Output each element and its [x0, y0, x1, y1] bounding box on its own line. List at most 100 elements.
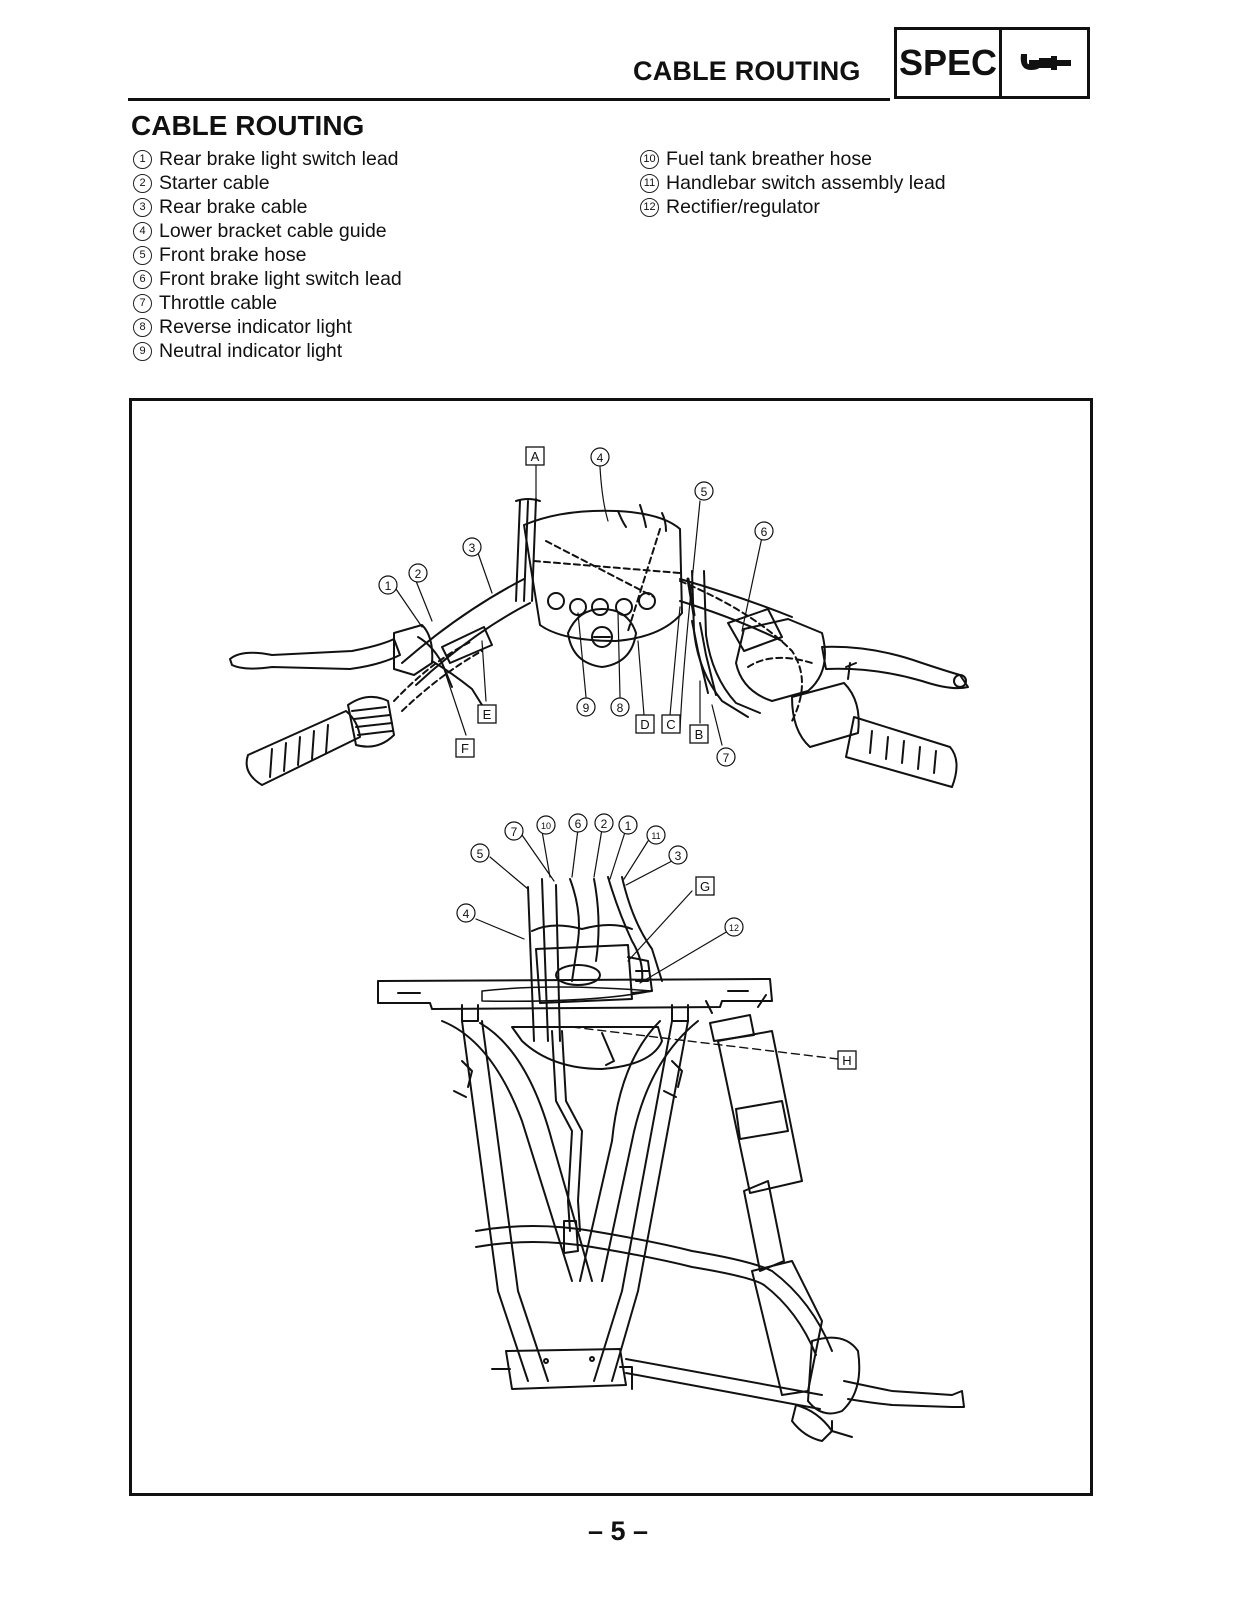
legend-item: 1 Rear brake light switch lead [133, 147, 402, 171]
page-header-title: CABLE ROUTING [633, 56, 861, 86]
legend-number: 7 [133, 293, 152, 313]
legend-item: 11 Handlebar switch assembly lead [640, 171, 946, 195]
callout-box: H [837, 1050, 857, 1070]
callout-circle: 1 [378, 575, 398, 595]
callout-circle: 11 [646, 825, 666, 845]
svg-text:8: 8 [617, 701, 624, 715]
legend-number: 5 [133, 245, 152, 265]
legend-number: 6 [133, 269, 152, 289]
svg-text:B: B [695, 727, 704, 742]
callout-circle: 7 [716, 747, 736, 767]
callout-circle: 2 [408, 563, 428, 583]
legend-text: Front brake light switch lead [159, 268, 402, 290]
handlebar-drawing [229, 498, 969, 788]
svg-text:5: 5 [477, 847, 484, 861]
legend-number: 11 [640, 173, 659, 193]
legend-text: Throttle cable [159, 292, 278, 314]
legend-item: 3 Rear brake cable [133, 195, 402, 219]
callout-circle: 1 [618, 815, 638, 835]
svg-text:12: 12 [729, 923, 739, 933]
svg-text:7: 7 [723, 751, 730, 765]
svg-text:3: 3 [469, 541, 476, 555]
steering-column-drawing [377, 876, 965, 1442]
diagram-callouts: A B C D E F G H 1 2 3 4 5 6 7 8 9 7 10 6… [378, 446, 857, 1070]
leader-lines [395, 465, 763, 984]
legend-item: 2 Starter cable [133, 171, 402, 195]
svg-text:E: E [483, 707, 492, 722]
legend-number: 8 [133, 317, 152, 337]
callout-box: E [477, 704, 497, 724]
diagram-svg: A B C D E F G H 1 2 3 4 5 6 7 8 9 7 10 6… [229, 446, 969, 1442]
callout-circle: 6 [754, 521, 774, 541]
callout-circle: 10 [536, 815, 556, 835]
legend-number: 2 [133, 173, 152, 193]
wrench-icon [1002, 30, 1087, 96]
legend-text: Neutral indicator light [159, 340, 343, 362]
legend-number: 12 [640, 197, 659, 217]
callout-circle: 2 [594, 813, 614, 833]
legend-item: 12 Rectifier/regulator [640, 195, 946, 219]
callout-circle: 6 [568, 813, 588, 833]
svg-text:3: 3 [675, 849, 682, 863]
svg-text:5: 5 [701, 485, 708, 499]
svg-text:7: 7 [511, 825, 518, 839]
svg-text:6: 6 [575, 817, 582, 831]
callout-circle: 4 [590, 447, 610, 467]
svg-text:11: 11 [651, 831, 660, 841]
legend-item: 9 Neutral indicator light [133, 339, 402, 363]
svg-text:G: G [700, 879, 710, 894]
legend-text: Rear brake cable [159, 196, 308, 218]
legend-text: Fuel tank breather hose [666, 148, 872, 170]
svg-text:1: 1 [385, 579, 392, 593]
legend-number: 3 [133, 197, 152, 217]
legend-text: Lower bracket cable guide [159, 220, 387, 242]
svg-text:2: 2 [415, 567, 422, 581]
callout-circle: 7 [504, 821, 524, 841]
callout-box: A [525, 446, 545, 466]
svg-text:D: D [640, 717, 649, 732]
callout-circle: 3 [462, 537, 482, 557]
callout-circle: 9 [576, 697, 596, 717]
legend-item: 7 Throttle cable [133, 291, 402, 315]
legend-number: 1 [133, 149, 152, 169]
callout-circle: 8 [610, 697, 630, 717]
legend-text: Rectifier/regulator [666, 196, 820, 218]
callout-circle: 4 [456, 903, 476, 923]
legend-text: Reverse indicator light [159, 316, 352, 338]
page-number: – 5 – [587, 1516, 649, 1546]
svg-text:4: 4 [597, 451, 604, 465]
legend-number: 9 [133, 341, 152, 361]
callout-box: G [695, 876, 715, 896]
legend-text: Rear brake light switch lead [159, 148, 399, 170]
spec-box: SPEC [894, 27, 1090, 99]
svg-text:9: 9 [583, 701, 590, 715]
legend-text: Starter cable [159, 172, 270, 194]
svg-text:A: A [531, 449, 540, 464]
svg-text:1: 1 [625, 819, 632, 833]
svg-text:F: F [461, 741, 469, 756]
section-title: CABLE ROUTING [131, 110, 365, 141]
cable-routing-diagram: A B C D E F G H 1 2 3 4 5 6 7 8 9 7 10 6… [129, 398, 1093, 1496]
svg-text:6: 6 [761, 525, 768, 539]
svg-text:C: C [666, 717, 675, 732]
callout-box: C [661, 714, 681, 734]
callout-circle: 5 [694, 481, 714, 501]
legend-text: Handlebar switch assembly lead [666, 172, 946, 194]
callout-box: F [455, 738, 475, 758]
header-rule [128, 98, 890, 101]
legend-item: 6 Front brake light switch lead [133, 267, 402, 291]
callout-circle: 12 [724, 917, 744, 937]
spec-label: SPEC [897, 30, 1002, 96]
callout-box: D [635, 714, 655, 734]
legend-item: 8 Reverse indicator light [133, 315, 402, 339]
svg-text:4: 4 [463, 907, 470, 921]
svg-text:10: 10 [541, 821, 551, 831]
legend-item: 5 Front brake hose [133, 243, 402, 267]
callout-circle: 5 [470, 843, 490, 863]
callout-box: B [689, 724, 709, 744]
legend-text: Front brake hose [159, 244, 307, 266]
callout-circle: 3 [668, 845, 688, 865]
